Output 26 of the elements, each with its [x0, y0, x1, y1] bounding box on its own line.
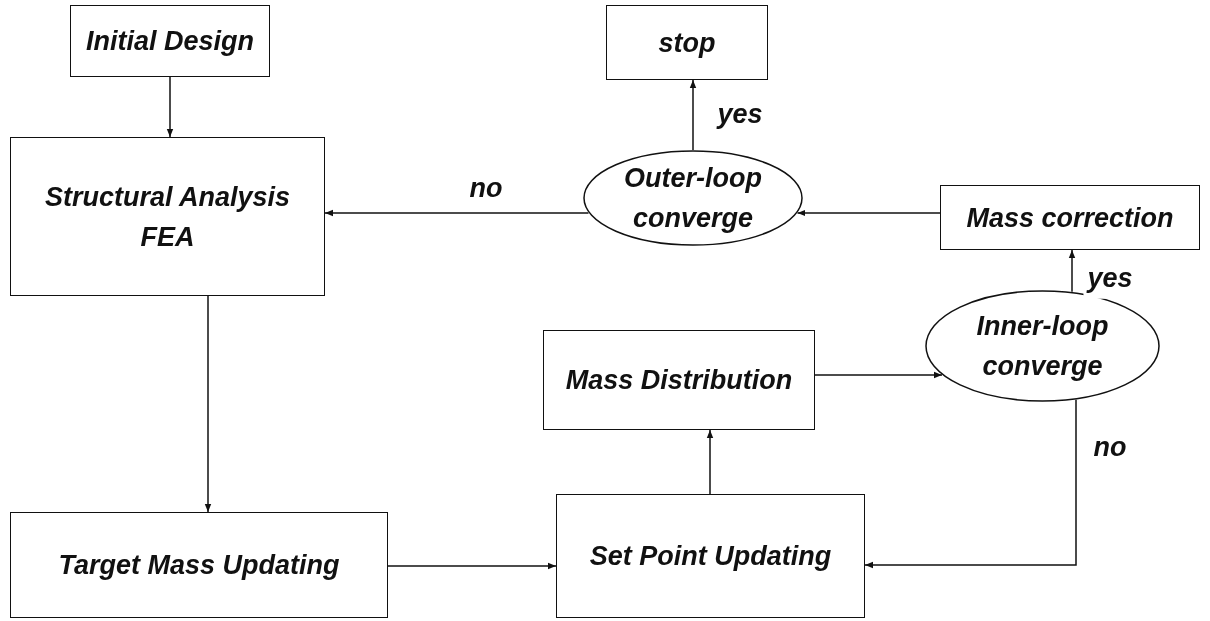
arrow [814, 371, 943, 379]
node-label: stop [658, 26, 716, 60]
node-label: Mass correction [966, 201, 1174, 235]
arrow [1068, 249, 1076, 293]
process-box [10, 512, 388, 618]
node-label: Inner-loop converge [975, 310, 1110, 383]
arrow [796, 209, 941, 217]
process-box [606, 5, 768, 80]
arrow [706, 429, 714, 495]
node-label: Outer-loop converge [623, 162, 763, 235]
arrow [204, 295, 212, 513]
arrow [864, 398, 1077, 569]
arrow [166, 76, 174, 138]
node-label: Mass Distribution [565, 364, 793, 397]
process-box [543, 330, 815, 430]
process-box [940, 185, 1200, 250]
arrow [689, 79, 697, 151]
node-label: Structural Analysis FEA [43, 180, 292, 254]
node-label: Target Mass Updating [58, 549, 340, 582]
node-label: Set Point Updating [589, 540, 832, 573]
process-box [10, 137, 325, 296]
node-label: Initial Design [86, 25, 254, 58]
arrow [387, 562, 557, 570]
process-box [70, 5, 270, 77]
arrow [324, 209, 590, 217]
process-box [556, 494, 865, 618]
